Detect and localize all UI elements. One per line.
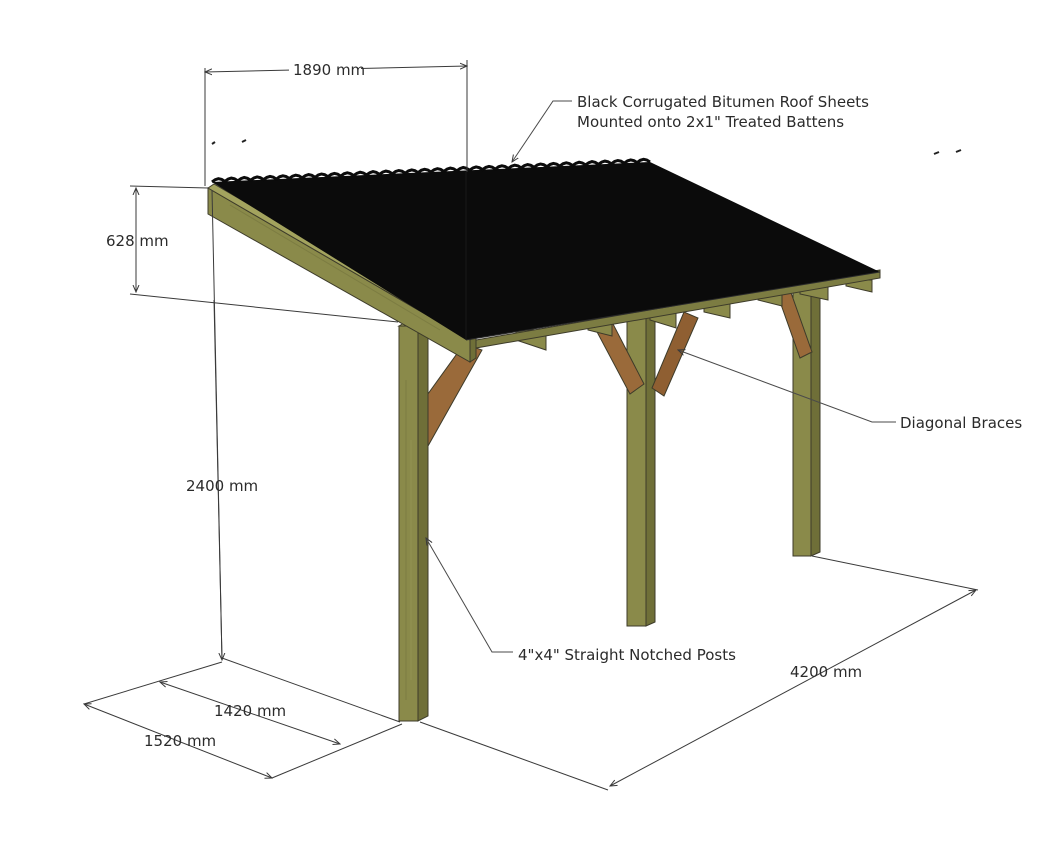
dim-inner-depth: 1420 mm xyxy=(214,702,286,720)
label-roof-line2: Mounted onto 2x1" Treated Battens xyxy=(577,113,844,131)
dim-outer-depth: 1520 mm xyxy=(144,732,216,750)
label-roof-line1: Black Corrugated Bitumen Roof Sheets xyxy=(577,93,869,111)
diagonal-braces xyxy=(424,289,813,448)
back-post-middle xyxy=(626,303,656,627)
dim-length: 4200 mm xyxy=(790,663,862,681)
batten-ends xyxy=(475,269,881,351)
dim-top-width: 1890 mm xyxy=(293,61,365,79)
front-post xyxy=(397,319,430,722)
dimension-lines xyxy=(84,60,979,791)
tick-marks xyxy=(211,139,962,155)
top-width-bg xyxy=(289,61,361,79)
dim-post-height: 2400 mm xyxy=(186,477,258,495)
label-braces: Diagonal Braces xyxy=(900,414,1022,432)
roof-sheets xyxy=(211,157,881,341)
leader-lines xyxy=(426,100,896,653)
dim-roof-rise: 628 mm xyxy=(106,232,169,250)
label-posts: 4"x4" Straight Notched Posts xyxy=(518,646,736,664)
